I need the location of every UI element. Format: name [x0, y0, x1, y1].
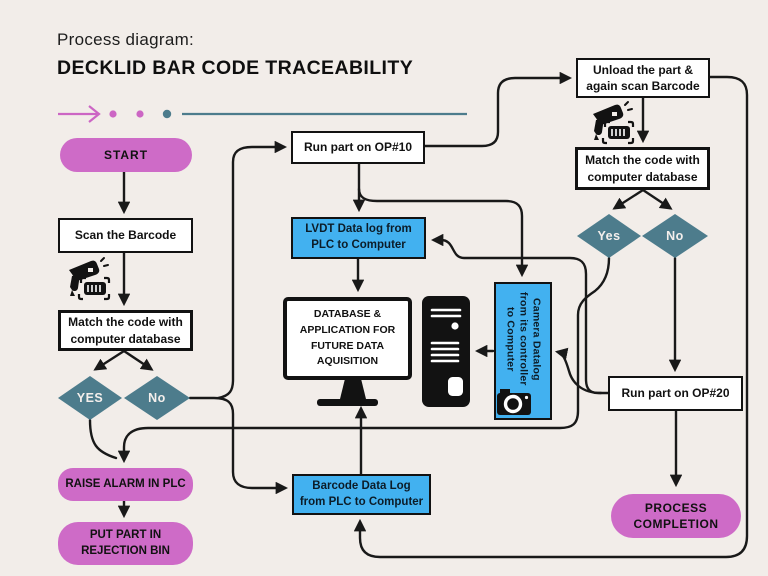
node-decision-no-right: No: [642, 214, 708, 258]
node-match-code-right-label: Match the code with computer database: [585, 153, 700, 184]
node-unload-rescan-label: Unload the part & again scan Barcode: [586, 62, 700, 93]
node-run-op20-label: Run part on OP#20: [621, 386, 730, 401]
node-start: START: [60, 138, 192, 172]
node-start-label: START: [103, 147, 149, 162]
pink-dot-icon: [109, 110, 117, 118]
node-lvdt-datalog: LVDT Data log from PLC to Computer: [291, 217, 426, 259]
node-match-code-right: Match the code with computer database: [575, 147, 710, 190]
node-barcode-datalog: Barcode Data Log from PLC to Computer: [292, 474, 431, 515]
node-process-completion-label: PROCESS COMPLETION: [633, 500, 719, 531]
node-scan-barcode-label: Scan the Barcode: [74, 228, 177, 243]
camera-icon: [497, 389, 531, 415]
node-run-op20: Run part on OP#20: [608, 376, 743, 411]
diagram-subtitle: Process diagram:: [57, 30, 195, 49]
node-match-code-left-label: Match the code with computer database: [68, 315, 183, 346]
no-right-label: No: [666, 229, 684, 243]
monitor-stand: [340, 380, 366, 399]
yes-right-label: Yes: [597, 229, 621, 243]
node-decision-yes-left: YES: [58, 376, 122, 420]
node-unload-rescan: Unload the part & again scan Barcode: [576, 58, 710, 98]
pink-flow-arrow-icon: [58, 105, 101, 123]
pink-dot-icon: [136, 110, 144, 118]
node-raise-alarm: RAISE ALARM IN PLC: [58, 468, 193, 501]
node-run-op10: Run part on OP#10: [291, 131, 425, 164]
page-title: DECKLID BAR CODE TRACEABILITY: [57, 57, 414, 79]
node-camera-datalog-label: Camera Datalog from its controller to Co…: [504, 292, 543, 386]
node-put-part-rejection: PUT PART IN REJECTION BIN: [58, 522, 193, 565]
barcode-scanner-icon: [593, 101, 635, 145]
node-raise-alarm-label: RAISE ALARM IN PLC: [65, 477, 186, 490]
node-process-completion: PROCESS COMPLETION: [611, 494, 741, 538]
node-decision-no-left: No: [124, 376, 190, 420]
monitor-base: [317, 399, 378, 406]
node-scan-barcode: Scan the Barcode: [58, 218, 193, 253]
node-put-part-rejection-label: PUT PART IN REJECTION BIN: [81, 528, 170, 557]
node-lvdt-datalog-label: LVDT Data log from PLC to Computer: [305, 223, 412, 251]
node-run-op10-label: Run part on OP#10: [303, 140, 413, 155]
node-decision-yes-right: Yes: [577, 214, 641, 258]
node-match-code-left: Match the code with computer database: [58, 310, 193, 351]
node-database-label: DATABASE & APPLICATION FOR FUTURE DATA A…: [299, 308, 396, 368]
teal-dot-icon: [162, 109, 172, 119]
no-left-label: No: [148, 391, 166, 405]
monitor-icon: DATABASE & APPLICATION FOR FUTURE DATA A…: [283, 297, 412, 380]
barcode-scanner-icon: [69, 257, 111, 301]
computer-tower-icon: [422, 296, 470, 407]
node-barcode-datalog-label: Barcode Data Log from PLC to Computer: [299, 479, 424, 508]
yes-left-label: YES: [76, 391, 104, 405]
